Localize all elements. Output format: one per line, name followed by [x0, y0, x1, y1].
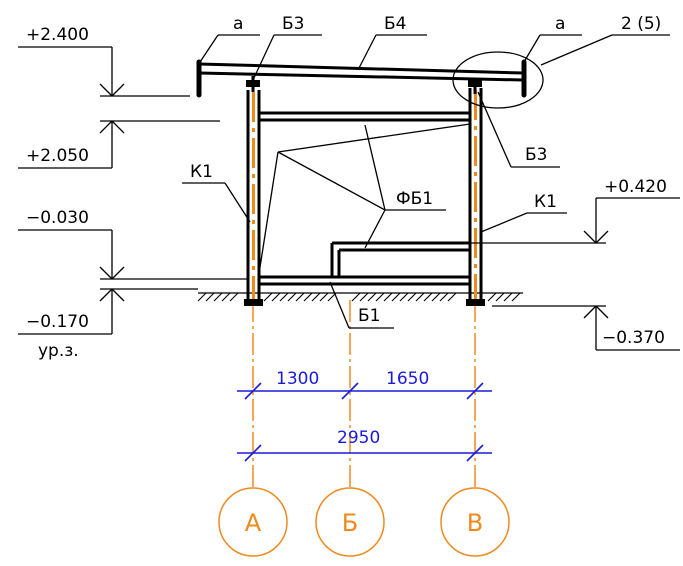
upper-frame-member: [259, 111, 470, 122]
label-k1-right: К1: [534, 192, 557, 212]
label-a-right: а: [555, 14, 565, 34]
label-b3-right: Б3: [525, 145, 547, 165]
dimension-lines: [237, 382, 492, 462]
label-fb1: ФБ1: [396, 189, 433, 209]
roof-edge-purlins: [196, 59, 527, 98]
bottom-beam-b1: [259, 275, 470, 286]
dimension-1650: 1650: [386, 369, 429, 389]
label-node-2-5: 2 (5): [621, 14, 661, 34]
column-k1-right: [466, 88, 485, 306]
ground-level-label: ур.з.: [38, 341, 79, 361]
leader-lines: [182, 34, 670, 329]
bench-frame-fb1: [330, 241, 470, 278]
roof-beam-b4: [198, 62, 524, 82]
dimension-2950: 2950: [337, 428, 380, 448]
label-b1: Б1: [358, 306, 380, 326]
grid-axis-lines: [252, 300, 476, 488]
elevation-label-2050: +2.050: [26, 146, 89, 166]
drawing-text: +2.400 +2.050 −0.030 −0.170 ур.з. +0.420…: [26, 14, 667, 537]
ground-hatch: [197, 292, 521, 302]
elevation-label-minus0170: −0.170: [26, 312, 89, 332]
label-k1-left: К1: [190, 162, 213, 182]
axis-bubble-a: [218, 487, 288, 557]
axis-label-b: Б: [342, 509, 358, 537]
label-a-left: а: [233, 14, 243, 34]
node-callout-circle: [452, 51, 544, 109]
axis-label-a: А: [245, 509, 262, 537]
label-b3-top: Б3: [282, 14, 304, 34]
label-b4: Б4: [384, 14, 406, 34]
column-k1-left: [244, 90, 263, 306]
elevation-label-minus0370: −0.370: [602, 328, 665, 348]
axis-bubble-b: [315, 487, 385, 557]
axis-bubble-v: [440, 487, 510, 557]
elevation-marks: [18, 46, 680, 351]
elevation-label-0420: +0.420: [604, 177, 667, 197]
elevation-label-2400: +2.400: [26, 25, 89, 45]
elevation-label-minus0030: −0.030: [26, 208, 89, 228]
dimension-1300: 1300: [276, 369, 319, 389]
axis-bubbles: [218, 487, 510, 557]
axis-label-v: В: [467, 509, 483, 537]
